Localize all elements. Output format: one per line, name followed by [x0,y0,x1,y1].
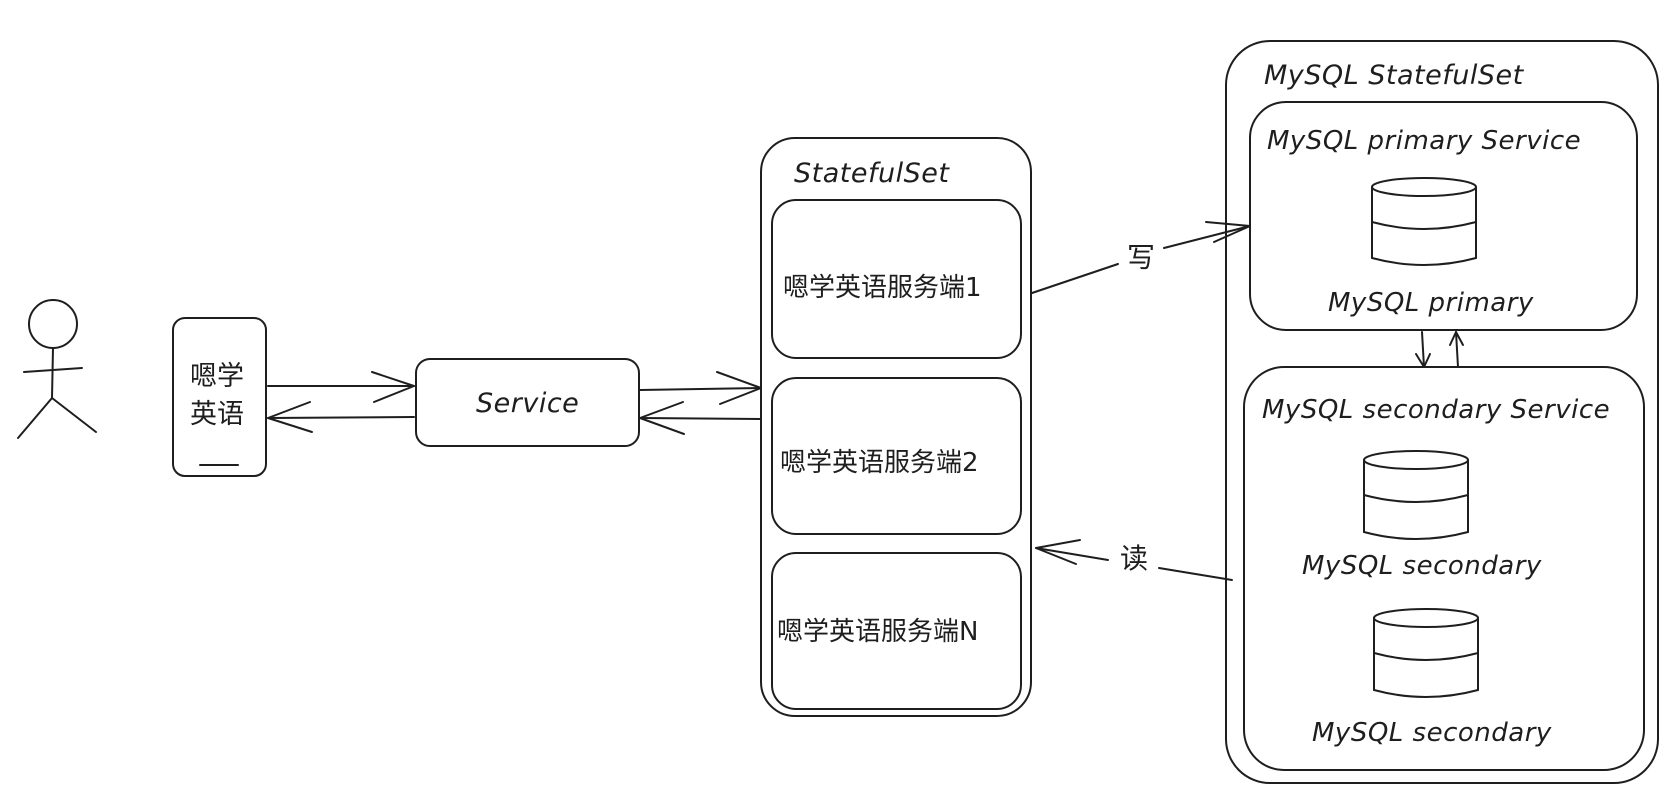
service-statefulset-arrows [639,371,762,435]
server-label-n: 嗯学英语服务端N [777,617,979,647]
service-label: Service [476,388,580,419]
server-box-1 [771,199,1022,359]
phone-label-line2: 英语 [190,399,244,430]
database-icon [1373,608,1479,698]
server-label-1: 嗯学英语服务端1 [783,273,982,303]
server-box-n [771,552,1022,710]
mysql-primary-service-title: MySQL primary Service [1267,126,1582,156]
mysql-primary-label: MySQL primary [1328,288,1534,318]
read-label: 读 [1120,542,1149,575]
server-label-2: 嗯学英语服务端2 [780,448,979,478]
mysql-statefulset-container [1225,40,1659,784]
mysql-secondary-label-1: MySQL secondary [1302,551,1542,581]
server-box-2 [771,377,1022,535]
statefulset-title: StatefulSet [794,158,950,189]
mysql-statefulset-title: MySQL StatefulSet [1264,60,1524,91]
statefulset-container [760,137,1032,717]
mysql-primary-service-box [1249,101,1638,331]
read-arrow [1035,539,1233,581]
mysql-secondary-service-box [1243,366,1645,771]
database-icon [1363,450,1469,540]
phone-label-line1: 嗯学 [190,361,244,392]
mysql-secondary-service-title: MySQL secondary Service [1262,395,1611,425]
replication-arrows [1415,331,1464,368]
mobile-app-box [172,317,267,477]
service-box [415,358,640,447]
database-icon [1371,177,1477,266]
mysql-secondary-label-2: MySQL secondary [1312,718,1552,748]
user-icon [17,299,97,439]
phone-service-arrows [267,371,415,433]
write-label: 写 [1127,241,1156,274]
